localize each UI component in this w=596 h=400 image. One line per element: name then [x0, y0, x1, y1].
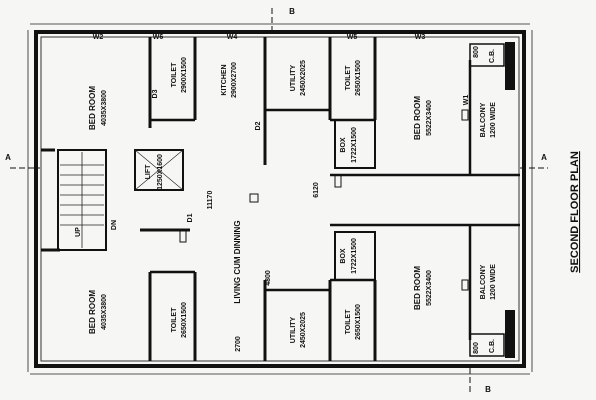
size-utility-t: 2450X2025	[300, 60, 307, 96]
label-kitchen: KITCHEN	[221, 64, 228, 95]
size-box-t: 1722X1500	[351, 127, 358, 163]
label-bed-br: BED ROOM	[413, 266, 422, 310]
label-bed-bl: BED ROOM	[88, 290, 97, 334]
label-box-t: BOX	[340, 137, 347, 153]
tag-d3: D3	[152, 89, 159, 98]
dim-2700: 2700	[235, 336, 242, 352]
size-toilet-t: 2900X1500	[181, 57, 188, 93]
size-toilet-tr: 2650X1500	[355, 60, 362, 96]
label-cb-b: C.B.	[489, 339, 496, 353]
label-toilet-bl: TOILET	[171, 307, 178, 332]
dim-6120: 6120	[313, 182, 320, 198]
tag-w5-top: W5	[347, 34, 358, 41]
size-toilet-br: 2650X1500	[355, 304, 362, 340]
section-b-bottom: B	[485, 385, 491, 394]
outer-wall	[34, 30, 526, 368]
stair	[57, 149, 107, 251]
section-a-right: A	[541, 153, 547, 162]
size-bed-br: 5522X3400	[426, 270, 433, 306]
label-dn: DN	[111, 220, 118, 230]
label-lift: LIFT	[145, 164, 152, 179]
size-bed-tl: 4035X3800	[101, 90, 108, 126]
dim-800-t: 800	[473, 46, 480, 58]
label-toilet-t: TOILET	[171, 62, 178, 87]
outer-wall-inner	[40, 36, 520, 362]
size-box-b: 1722X1500	[351, 238, 358, 274]
tag-w4-top: W4	[227, 34, 238, 41]
label-toilet-tr: TOILET	[345, 65, 352, 90]
size-bed-tr: 5522X3400	[426, 100, 433, 136]
tag-w2-top: W2	[93, 34, 104, 41]
label-living: LIVING CUM DINNING	[233, 220, 242, 303]
tag-d2: D2	[255, 121, 262, 130]
tag-w6-top: W6	[153, 34, 164, 41]
label-box-b: BOX	[340, 248, 347, 264]
label-utility-b: UTILITY	[290, 316, 297, 343]
size-balcony-t: 1200 WIDE	[490, 102, 497, 138]
tag-w1: W1	[463, 95, 470, 106]
box-bottom	[334, 231, 376, 281]
size-utility-b: 2450X2025	[300, 312, 307, 348]
dim-800-b: 800	[473, 342, 480, 354]
label-balcony-t: BALCONY	[480, 102, 487, 137]
cb-box-top	[469, 43, 505, 67]
section-b-top: B	[289, 7, 295, 16]
size-lift: 1250X1600	[157, 154, 164, 190]
lift	[134, 149, 184, 191]
label-toilet-br: TOILET	[345, 309, 352, 334]
dim-4800: 4800	[265, 270, 272, 286]
label-utility-t: UTILITY	[290, 64, 297, 91]
cb-box-bottom	[469, 333, 505, 357]
tag-w3-top: W3	[415, 34, 426, 41]
label-bed-tl: BED ROOM	[88, 86, 97, 130]
tag-d1: D1	[187, 213, 194, 222]
dim-11170: 11170	[207, 191, 214, 210]
size-kitchen: 2900X2700	[231, 62, 238, 98]
label-cb-t: C.B.	[489, 49, 496, 63]
label-balcony-b: BALCONY	[480, 264, 487, 299]
label-bed-tr: BED ROOM	[413, 96, 422, 140]
size-bed-bl: 4035X3800	[101, 294, 108, 330]
size-balcony-b: 1200 WIDE	[490, 264, 497, 300]
page-title: SECOND FLOOR PLAN	[569, 151, 581, 273]
label-up: UP	[75, 227, 82, 237]
box-top	[334, 119, 376, 169]
section-a-left: A	[5, 153, 11, 162]
size-toilet-bl: 2650X1500	[181, 302, 188, 338]
